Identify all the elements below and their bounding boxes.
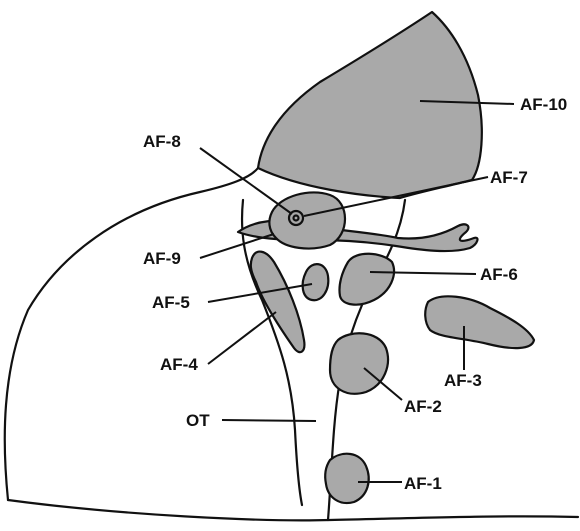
label-af9: AF-9 — [143, 249, 181, 268]
label-af3: AF-3 — [444, 371, 482, 390]
region-af3 — [425, 296, 534, 348]
region-af6 — [339, 254, 394, 305]
base-line — [8, 500, 578, 520]
region-af5 — [303, 264, 329, 300]
leader-af4 — [208, 312, 276, 364]
label-af4: AF-4 — [160, 355, 198, 374]
label-af10: AF-10 — [520, 95, 567, 114]
label-af6: AF-6 — [480, 265, 518, 284]
label-af1: AF-1 — [404, 474, 442, 493]
region-af4 — [251, 252, 305, 353]
label-af5: AF-5 — [152, 293, 190, 312]
leader-ot — [222, 420, 316, 421]
label-af2: AF-2 — [404, 397, 442, 416]
region-af1 — [325, 454, 368, 503]
label-af8: AF-8 — [143, 132, 181, 151]
region-af2 — [330, 333, 388, 393]
region-af10 — [258, 12, 482, 198]
label-af7: AF-7 — [490, 168, 528, 187]
brain-outline — [5, 168, 258, 500]
label-ot: OT — [186, 411, 210, 430]
region-af7 — [269, 192, 345, 248]
